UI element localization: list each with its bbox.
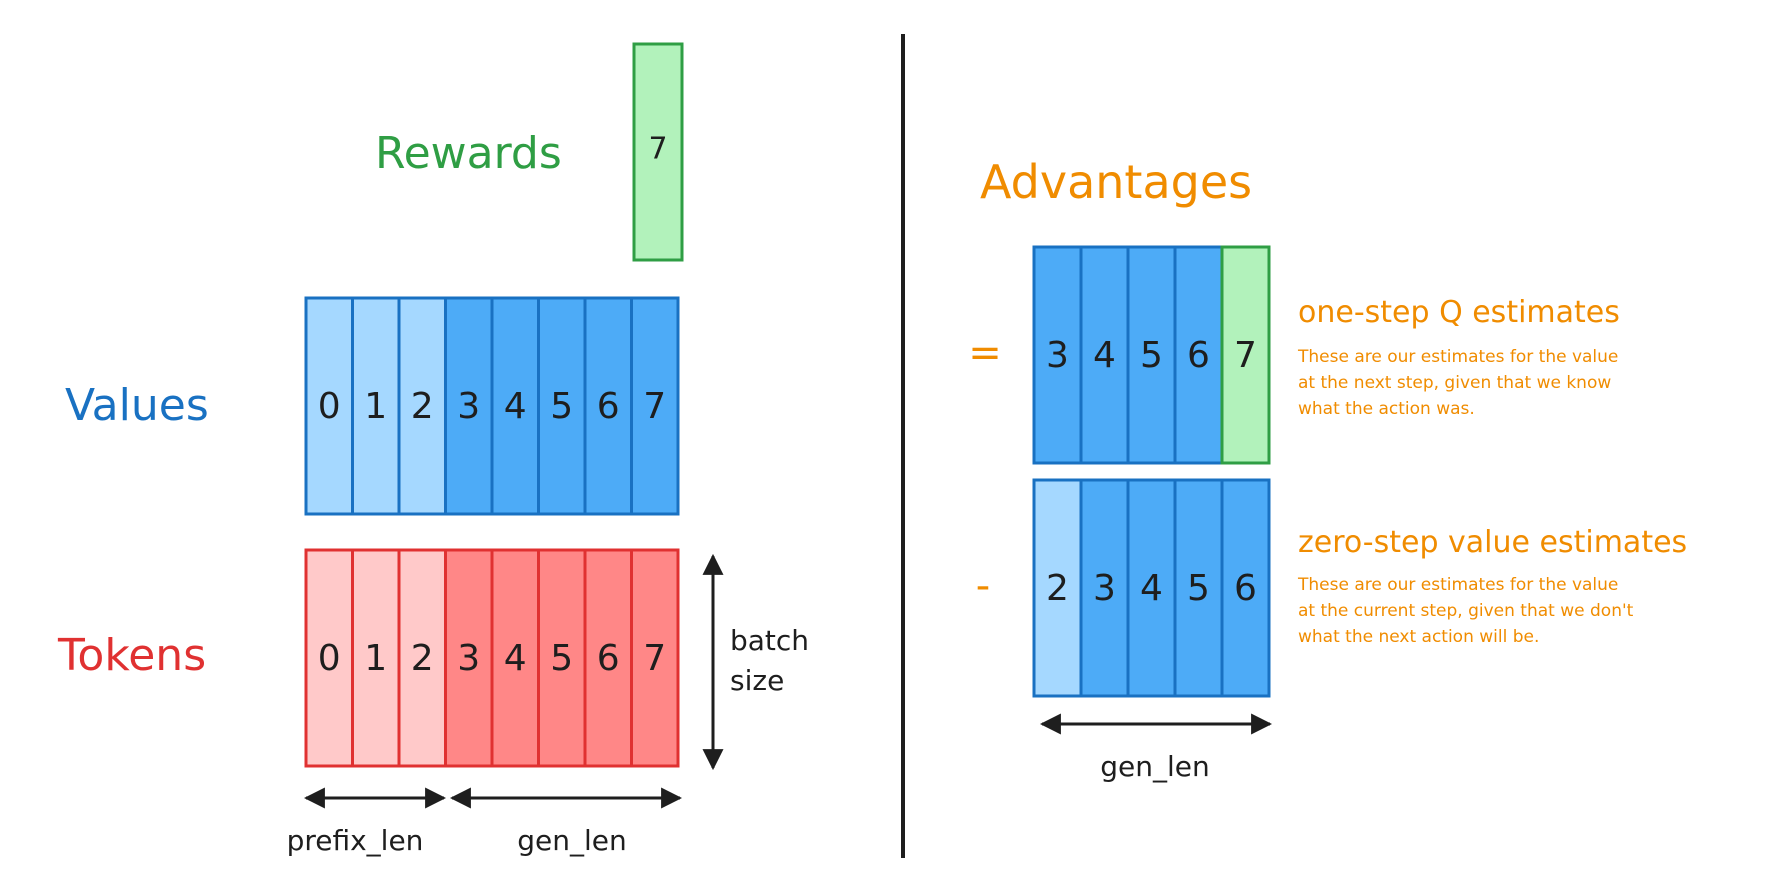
tokens-cell: [490, 548, 540, 768]
value-estimates-cell-value: 4: [1140, 568, 1163, 609]
tokens-label: Tokens: [57, 630, 206, 681]
values-cell: [351, 296, 401, 516]
q-estimates-cell-value: 4: [1093, 335, 1116, 376]
value-estimates-cell: [1032, 478, 1083, 698]
values-cell-value: 3: [457, 386, 480, 427]
rewards-column: 7: [632, 42, 684, 262]
q-estimates-cell: [1032, 245, 1083, 465]
tokens-cell: [304, 548, 354, 768]
q-estimates-cell: [1173, 245, 1224, 465]
values-cell-value: 6: [597, 386, 620, 427]
batch-size-label-line2: size: [730, 664, 784, 697]
value-estimates-cell-value: 5: [1187, 568, 1210, 609]
value-estimates-cell: [1173, 478, 1224, 698]
value-estimates-cell-value: 3: [1093, 568, 1116, 609]
tokens-cell-value: 1: [364, 638, 387, 679]
tokens-cell: [397, 548, 447, 768]
tokens-cell: [444, 548, 494, 768]
q-estimates-title: one-step Q estimates: [1298, 295, 1620, 330]
value-estimates-title: zero-step value estimates: [1298, 525, 1687, 560]
values-cell: [490, 296, 540, 516]
values-cell: [630, 296, 680, 516]
q-estimates-note-line-3: what the action was.: [1298, 399, 1475, 419]
rewards-cell: [632, 42, 684, 262]
values-cell-value: 0: [318, 386, 341, 427]
q-estimates-cell-value: 6: [1187, 335, 1210, 376]
tokens-cell: [583, 548, 633, 768]
gen-len-label-right: gen_len: [1100, 750, 1210, 783]
gen-len-label-left: gen_len: [517, 824, 627, 857]
values-cell: [583, 296, 633, 516]
values-cell-value: 4: [504, 386, 527, 427]
values-cell: [537, 296, 587, 516]
value-estimates-note-line-1: These are our estimates for the value: [1297, 575, 1618, 595]
values-cell-value: 7: [643, 386, 666, 427]
value-estimates-cell: [1220, 478, 1271, 698]
q-estimates-cell-value: 5: [1140, 335, 1163, 376]
q-estimates-note-line-2: at the next step, given that we know: [1298, 373, 1611, 393]
q-estimates-cell-value: 3: [1046, 335, 1069, 376]
values-cell: [304, 296, 354, 516]
value-estimates-note-line-2: at the current step, given that we don't: [1298, 601, 1634, 621]
prefix-len-label: prefix_len: [287, 824, 424, 857]
tokens-cell: [630, 548, 680, 768]
tokens-cell-value: 0: [318, 638, 341, 679]
q-estimates-cell: [1079, 245, 1130, 465]
values-cell-value: 2: [411, 386, 434, 427]
tokens-cell-value: 5: [550, 638, 573, 679]
minus-operator: -: [976, 563, 990, 609]
values-cell-value: 5: [550, 386, 573, 427]
batch-size-label-line1: batch: [730, 624, 809, 657]
tokens-cell-value: 7: [643, 638, 666, 679]
q-estimates-reward-cell: [1220, 245, 1271, 465]
tokens-cell-value: 4: [504, 638, 527, 679]
tokens-cell-value: 2: [411, 638, 434, 679]
equals-operator: =: [968, 330, 1002, 376]
values-cell-value: 1: [364, 386, 387, 427]
value-estimates-cell: [1079, 478, 1130, 698]
values-label: Values: [65, 380, 209, 431]
q-estimates-cell-value: 7: [1234, 335, 1257, 376]
value-estimates-note-line-3: what the next action will be.: [1298, 627, 1539, 647]
rewards-label: Rewards: [375, 128, 562, 179]
advantages-title: Advantages: [980, 155, 1252, 209]
rewards-cell-value: 7: [648, 132, 667, 167]
tokens-cell-value: 3: [457, 638, 480, 679]
value-estimates-cell-value: 2: [1046, 568, 1069, 609]
q-estimates-note-line-1: These are our estimates for the value: [1297, 347, 1618, 367]
values-cell: [444, 296, 494, 516]
value-estimates-cell-value: 6: [1234, 568, 1257, 609]
tokens-cell-value: 6: [597, 638, 620, 679]
